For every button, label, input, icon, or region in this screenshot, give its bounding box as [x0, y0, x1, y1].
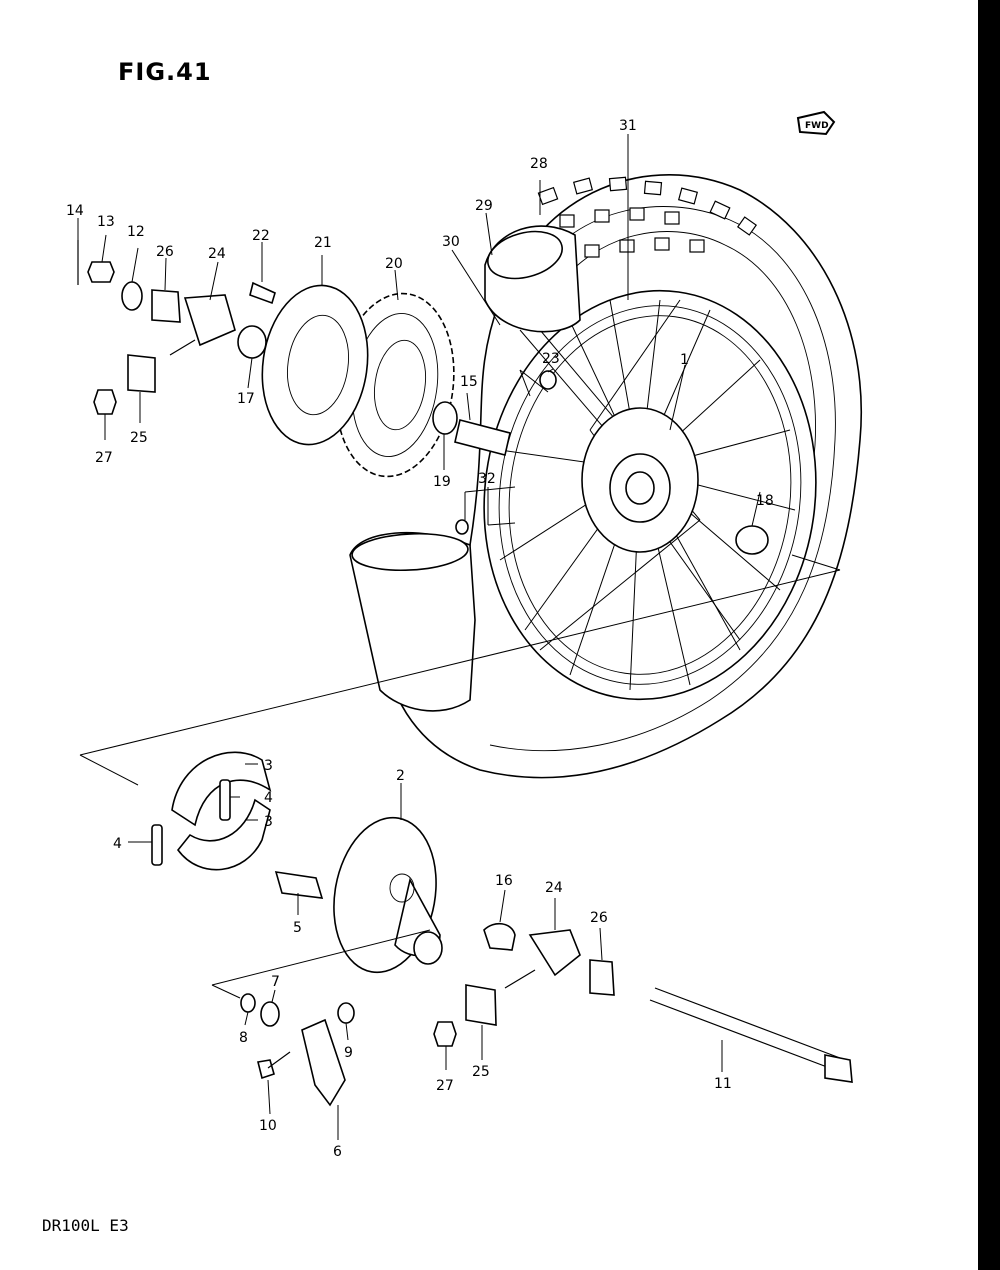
callout-24-top: 24 — [208, 246, 226, 262]
callout-11: 11 — [714, 1076, 732, 1092]
tire-section — [349, 531, 476, 712]
fwd-label: FWD — [805, 121, 829, 131]
callout-18: 18 — [756, 493, 774, 509]
spacer-collar — [432, 401, 511, 456]
wheel-hub — [581, 407, 769, 555]
bottom-hardware — [240, 922, 853, 1107]
screw-and-nut — [455, 370, 557, 535]
callout-27-bottom: 27 — [436, 1078, 454, 1094]
callout-10: 10 — [259, 1118, 277, 1134]
callout-21: 21 — [314, 235, 332, 251]
callout-26-top: 26 — [156, 244, 174, 260]
callout-31: 31 — [619, 118, 637, 134]
callout-labels: 1 2 3 3 4 4 5 6 7 8 9 10 11 12 13 14 15 … — [66, 118, 774, 1160]
scan-edge-bar — [978, 0, 1000, 1270]
callout-28: 28 — [530, 156, 548, 172]
callout-1: 1 — [680, 352, 689, 368]
forward-arrow-icon: FWD — [796, 110, 836, 136]
model-code: DR100L E3 — [42, 1216, 129, 1235]
brake-panel — [333, 816, 443, 974]
assembly-guide-lines — [79, 369, 841, 999]
callout-2: 2 — [396, 768, 405, 784]
callout-9: 9 — [344, 1045, 353, 1061]
tire-tread-blocks — [537, 176, 758, 258]
callout-4-left: 4 — [113, 836, 122, 852]
callout-15: 15 — [460, 374, 478, 390]
brake-cam — [274, 871, 324, 899]
callout-13: 13 — [97, 214, 115, 230]
callout-4-right: 4 — [264, 790, 273, 806]
left-hardware — [77, 240, 276, 415]
callout-26-bottom: 26 — [590, 910, 608, 926]
callout-25-bottom: 25 — [472, 1064, 490, 1080]
callout-27-top: 27 — [95, 450, 113, 466]
callout-22: 22 — [252, 228, 270, 244]
callout-16: 16 — [495, 873, 513, 889]
callout-5: 5 — [293, 920, 302, 936]
exploded-view: 1 2 3 3 4 4 5 6 7 8 9 10 11 12 13 14 15 … — [66, 118, 862, 1160]
sprocket-mounting-plate — [261, 284, 369, 446]
callout-6: 6 — [333, 1144, 342, 1160]
callout-30: 30 — [442, 234, 460, 250]
figure-title: FIG.41 — [118, 58, 212, 86]
callout-8: 8 — [239, 1030, 248, 1046]
callout-24-bottom: 24 — [545, 880, 563, 896]
callout-25-top: 25 — [130, 430, 148, 446]
callout-19: 19 — [433, 474, 451, 490]
callout-32: 32 — [478, 471, 496, 487]
brake-shoes — [151, 751, 272, 871]
callout-29: 29 — [475, 198, 493, 214]
callout-20: 20 — [385, 256, 403, 272]
inner-tube — [484, 225, 581, 333]
callout-12: 12 — [127, 224, 145, 240]
callout-3-upper: 3 — [264, 758, 273, 774]
callout-14: 14 — [66, 203, 84, 219]
callout-7: 7 — [271, 974, 280, 990]
callout-3-lower: 3 — [264, 814, 273, 830]
leader-lines — [77, 134, 761, 1140]
callout-17: 17 — [237, 391, 255, 407]
callout-23: 23 — [542, 351, 560, 367]
